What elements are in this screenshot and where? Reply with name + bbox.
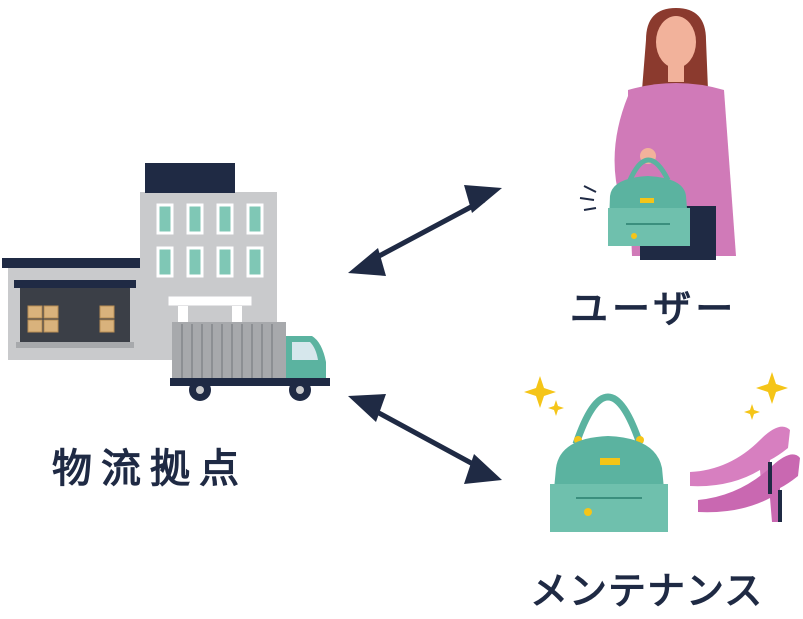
arrow-logistics-user [348, 185, 502, 276]
maintenance-label: メンテナンス [530, 569, 764, 613]
motion-lines-icon [579, 185, 597, 211]
arrow-logistics-maintenance [348, 394, 502, 484]
user-label: ユーザー [570, 287, 738, 331]
user-handbag-icon [579, 157, 690, 246]
logistics-label: 物流拠点 [52, 446, 248, 492]
maintenance-handbag-icon [550, 393, 668, 532]
high-heels-icon [690, 426, 800, 522]
warehouse-icon [2, 163, 277, 360]
truck-icon [170, 322, 330, 401]
sparkle-icon [524, 372, 788, 420]
